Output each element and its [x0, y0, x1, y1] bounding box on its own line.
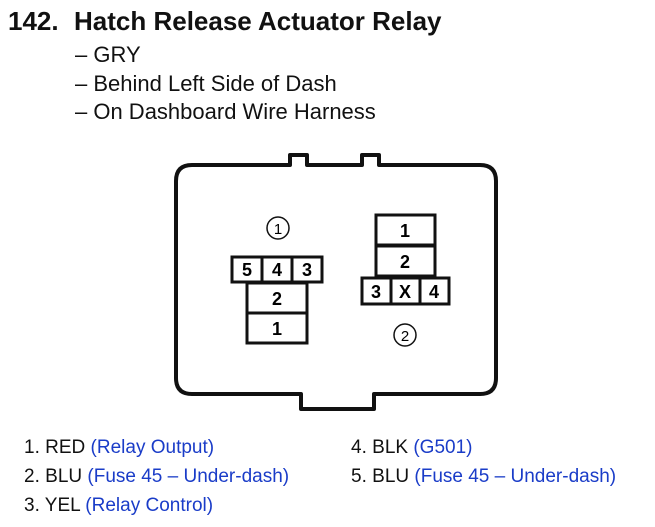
legend-description: (Fuse 45 – Under-dash) [414, 466, 617, 487]
legend-item: 3. YEL (Relay Control) [24, 495, 214, 516]
legend-description: (Relay Control) [85, 495, 214, 516]
legend-item: 1. RED (Relay Output) [24, 437, 215, 458]
connector-1-marker [266, 216, 290, 240]
item-title: Hatch Release Actuator Relay [74, 6, 442, 36]
detail-location: – Behind Left Side of Dash [75, 71, 337, 96]
legend-description: (Relay Output) [90, 437, 215, 458]
legend-item: 2. BLU (Fuse 45 – Under-dash) [24, 466, 290, 487]
connector-1-pin-4-label: 4 [272, 260, 282, 280]
connector-2-pin-x-label: X [399, 282, 411, 302]
connector-2-pin-4 [418, 276, 451, 306]
connector-1-pin-1-label: 1 [272, 319, 282, 339]
connector-1-pin-3-label: 3 [302, 260, 312, 280]
page-title: 142. Hatch Release Actuator Relay [8, 6, 442, 37]
connector-1-pin-2-label: 2 [272, 289, 282, 309]
legend-item: 4. BLK (G501) [351, 437, 473, 458]
legend-description: (Fuse 45 – Under-dash) [87, 466, 290, 487]
connector-2-pin-3-label: 3 [371, 282, 381, 302]
connector-1-pin-5-label: 5 [242, 260, 252, 280]
item-number: 142. [8, 6, 59, 36]
detail-harness: – On Dashboard Wire Harness [75, 99, 376, 124]
legend-description: (G501) [413, 437, 473, 458]
relay-housing-outline [174, 153, 498, 411]
connector-2-pin-1-label: 1 [400, 221, 410, 241]
connector-2-pin-3 [360, 276, 393, 306]
connector-2-marker [393, 323, 417, 347]
connector-1-label: 1 [274, 221, 282, 238]
connector-2-pin-2 [374, 244, 437, 278]
connector-2-label: 2 [401, 328, 409, 345]
detail-color: – GRY [75, 42, 141, 67]
legend-item: 5. BLU (Fuse 45 – Under-dash) [351, 466, 617, 487]
connector-2-pin-2-label: 2 [400, 252, 410, 272]
connector-1-pin-1 [245, 311, 309, 345]
connector-2-pin-4-label: 4 [429, 282, 439, 302]
